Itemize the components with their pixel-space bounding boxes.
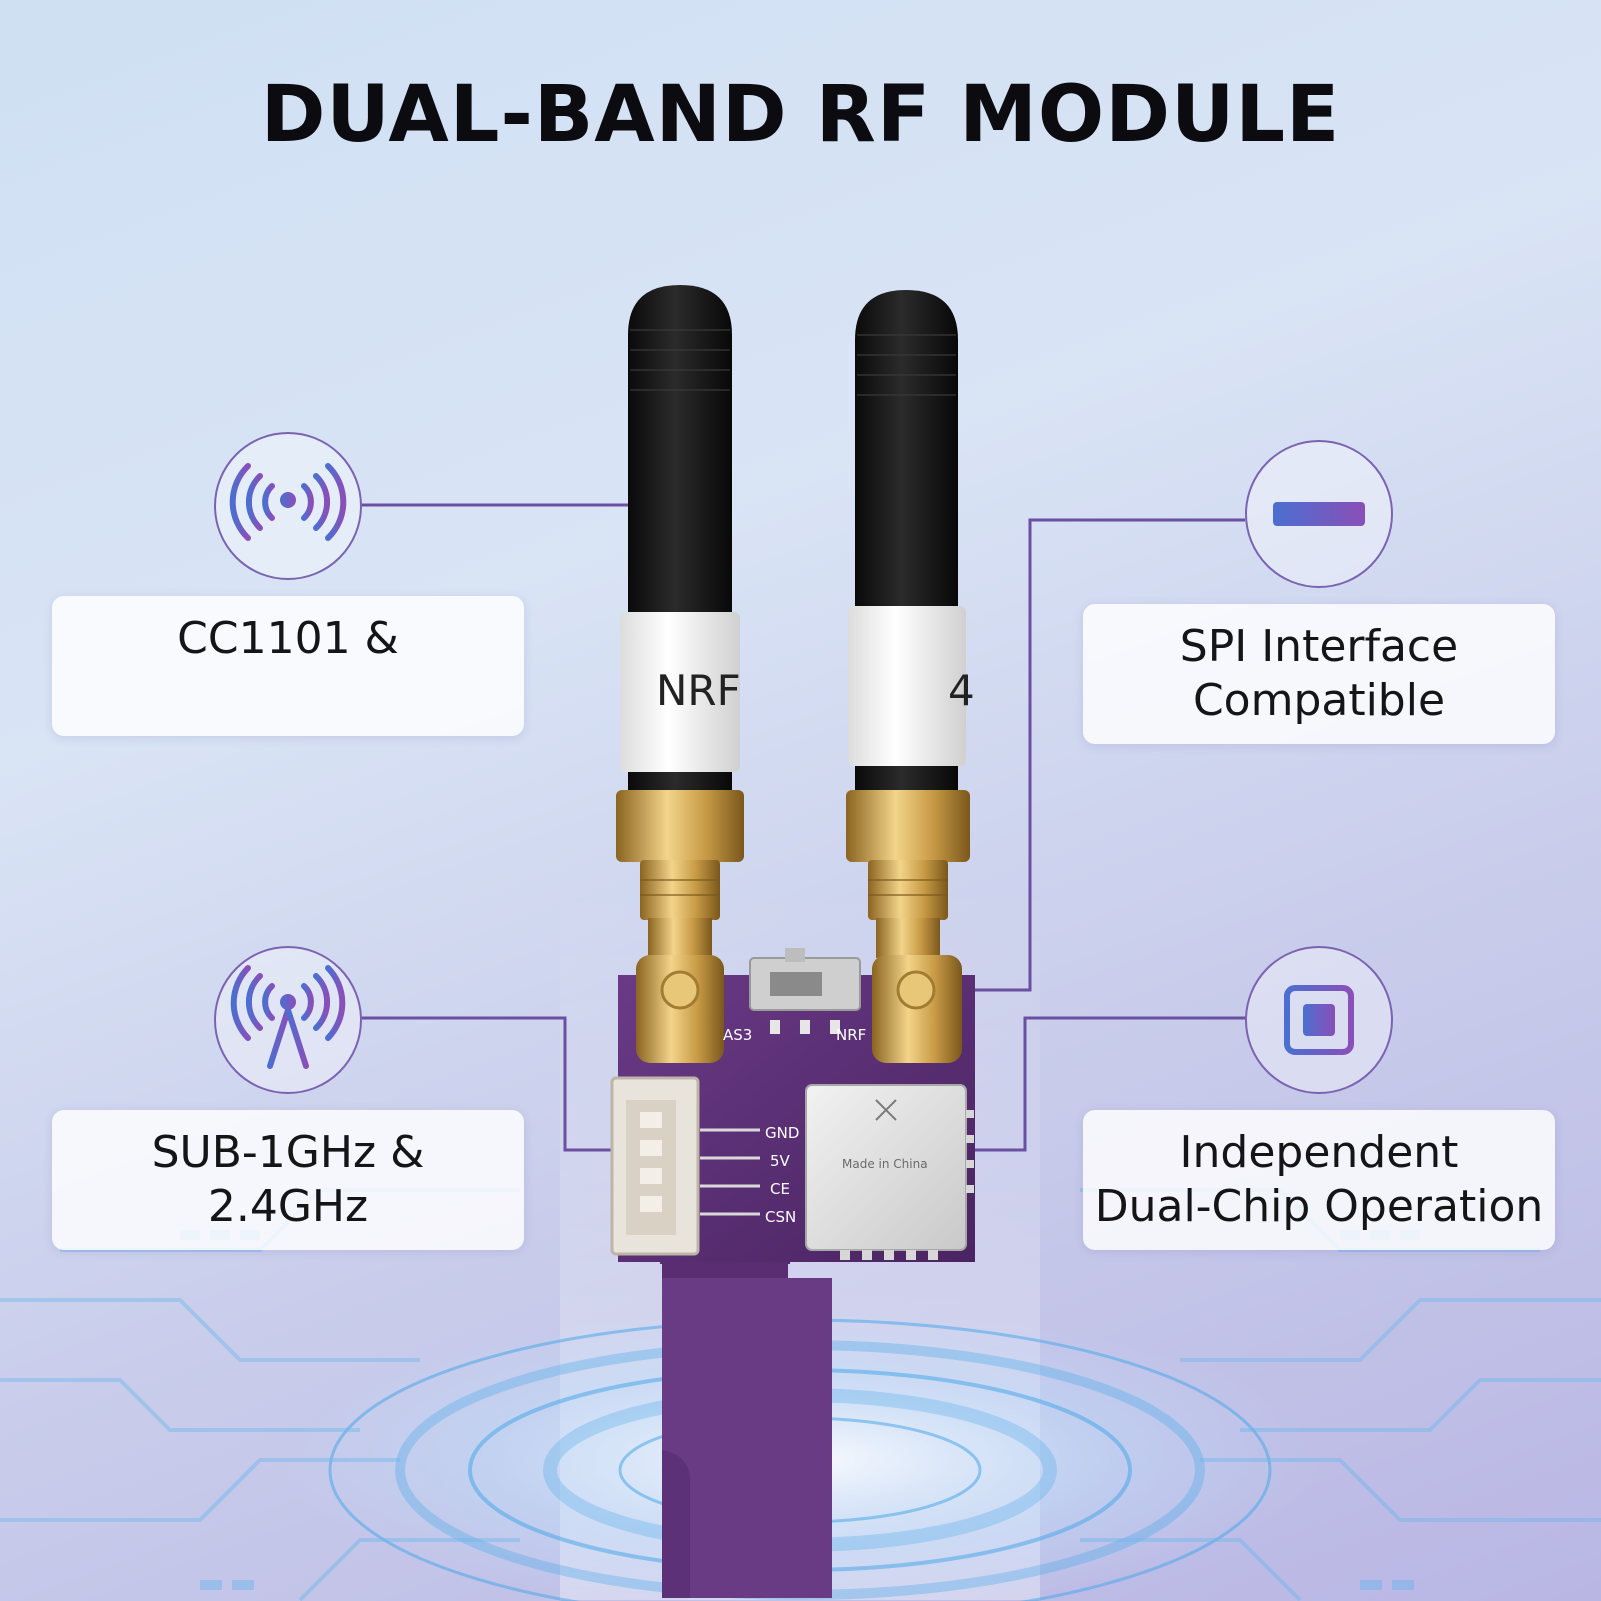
pin-label-csn: CSN <box>765 1208 796 1226</box>
pin-label-gnd: GND <box>765 1124 799 1142</box>
feature-card-line: Independent <box>1179 1127 1459 1178</box>
feature-card-line: Compatible <box>1192 675 1446 726</box>
feature-card-bottom-right: Independent Dual-Chip Operation <box>1083 1110 1555 1250</box>
feature-card-top-left: CC1101 & <box>52 596 524 736</box>
antenna-signal-icon <box>214 432 362 580</box>
pin-header-icon <box>1245 440 1393 588</box>
chip-icon <box>1245 946 1393 1094</box>
feature-card-line: SPI Interface <box>1179 621 1459 672</box>
pin-label-ce: CE <box>770 1180 790 1198</box>
pin-label-5v: 5V <box>770 1152 791 1170</box>
radio-tower-icon <box>214 946 362 1094</box>
feature-card-line: Dual-Chip Operation <box>1094 1181 1544 1232</box>
antenna-left <box>620 285 740 810</box>
feature-card-line: SUB-1GHz & <box>151 1127 425 1178</box>
feature-card-line: CC1101 & <box>177 613 399 664</box>
module-marking: Made in China <box>842 1157 928 1171</box>
feature-card-line: 2.4GHz <box>207 1181 369 1232</box>
page-title: DUAL-BAND RF MODULE <box>260 70 1341 160</box>
switch-label-left: AS3 <box>723 1026 752 1044</box>
feature-card-bottom-left: SUB-1GHz & 2.4GHz <box>52 1110 524 1250</box>
antenna-label-left: NRF <box>656 666 741 715</box>
feature-card-top-right: SPI Interface Compatible <box>1083 604 1555 744</box>
switch-label-right: NRF <box>836 1026 866 1044</box>
antenna-right <box>848 290 966 810</box>
antenna-label-right: 4 <box>948 666 975 715</box>
